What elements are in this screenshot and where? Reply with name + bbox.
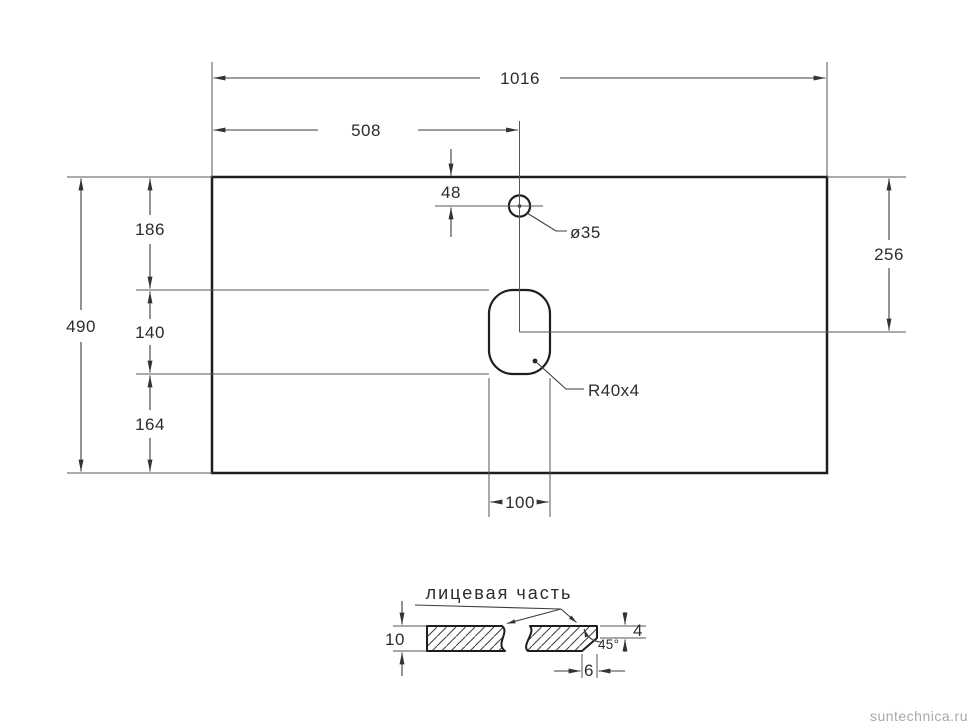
dim-right-center-offset: 256 (874, 178, 904, 331)
dim-cutout-width: 100 (490, 493, 549, 512)
dim-text-thickness: 10 (385, 630, 405, 649)
dim-front-to-cutout: 186 (135, 178, 165, 289)
section-slab-right (525, 625, 598, 652)
dim-text-cutout-length: 140 (135, 323, 165, 342)
dim-text-overall-width: 1016 (500, 69, 540, 88)
dim-cutout-length: 140 (135, 291, 165, 373)
dim-text-cutout-width: 100 (505, 493, 535, 512)
dim-text-chamfer-angle: 45° (598, 637, 619, 652)
dim-text-hole-offset: 48 (441, 183, 461, 202)
watermark-text: suntechnica.ru (870, 708, 968, 724)
leader-line (534, 360, 584, 390)
dim-chamfer-angle: 45° (583, 628, 619, 652)
dim-half-width: 508 (213, 121, 518, 140)
section-view: лицевая часть 10 4 45° (385, 583, 646, 680)
dim-chamfer-depth: 6 (554, 654, 625, 680)
front-face-label: лицевая часть (426, 583, 573, 603)
angle-arc-arrow (583, 628, 603, 643)
leader-left (506, 608, 562, 625)
dim-thickness: 10 (385, 601, 426, 676)
dim-text-half-width: 508 (351, 121, 381, 140)
front-face-label-group: лицевая часть (414, 583, 577, 625)
section-slab-left (426, 625, 506, 652)
leader-right (560, 608, 577, 623)
extension-lines (67, 62, 906, 517)
leader-cutout-radius: R40x4 (532, 358, 640, 400)
leader-hole-diameter: ø35 (526, 212, 601, 242)
leader-line (526, 212, 567, 232)
dim-cutout-to-back: 164 (135, 375, 165, 472)
dim-text-overall-depth: 490 (66, 317, 96, 336)
dim-text-hole-diameter: ø35 (570, 223, 601, 242)
dim-text-chamfer-depth: 6 (584, 661, 594, 680)
dim-text-right-center-offset: 256 (874, 245, 904, 264)
dim-text-cutout-to-back: 164 (135, 415, 165, 434)
dim-hole-offset: 48 (441, 149, 461, 237)
dim-overall-width: 1016 (213, 69, 826, 88)
dim-overall-depth: 490 (66, 178, 96, 472)
dim-text-front-to-cutout: 186 (135, 220, 165, 239)
dim-text-cutout-radius: R40x4 (588, 381, 640, 400)
dim-text-edge-flat: 4 (633, 621, 643, 640)
dim-edge-flat: 4 (600, 612, 646, 652)
leader-stem (414, 604, 562, 610)
top-view: 1016 508 48 ø35 256 490 (66, 62, 906, 517)
